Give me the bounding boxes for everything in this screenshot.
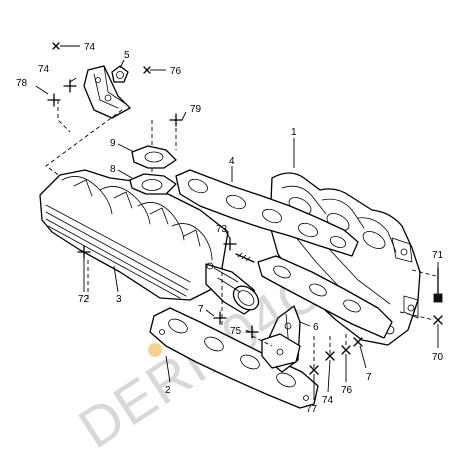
- callout-75: 75: [230, 326, 242, 337]
- assembly-axis-lines: [45, 100, 437, 368]
- callout-8: 8: [110, 164, 116, 175]
- highlight-dot: [148, 343, 162, 357]
- callout-7-mid: 7: [198, 304, 204, 315]
- callout-76-top: 76: [170, 66, 182, 77]
- fastener-markers: [47, 42, 443, 375]
- small-flange-gasket: [131, 145, 177, 169]
- exhaust-flange-gasket: [149, 255, 393, 409]
- callout-78: 78: [16, 78, 28, 89]
- callout-9: 9: [110, 138, 116, 149]
- callout-4: 4: [229, 156, 235, 167]
- callout-73: 73: [216, 224, 228, 235]
- callout-70: 70: [432, 352, 444, 363]
- callout-76-bottom: 76: [341, 385, 353, 396]
- heat-shield: [39, 169, 229, 301]
- callout-6: 6: [313, 322, 319, 333]
- leader-lines: [35, 45, 439, 400]
- manifold-gasket: [175, 169, 359, 257]
- support-bracket: [261, 305, 301, 373]
- callout-79: 79: [190, 104, 202, 115]
- callout-74-left: 74: [38, 64, 50, 75]
- stud-71: [433, 267, 443, 303]
- stud-73: [235, 252, 255, 263]
- callout-labels: 74 5 74 76 78 79 1 9 4 8 73 71 72 3 7 6 …: [16, 42, 444, 415]
- outlet-pipe: [205, 262, 260, 315]
- mounting-bracket: [83, 65, 131, 119]
- callout-2: 2: [165, 385, 171, 396]
- callout-7-right: 7: [366, 372, 372, 383]
- sealing-ring: [129, 173, 177, 195]
- callout-72: 72: [78, 294, 90, 305]
- callout-3: 3: [116, 294, 122, 305]
- callout-77: 77: [306, 404, 318, 415]
- callout-5: 5: [124, 50, 130, 61]
- callout-71: 71: [432, 250, 444, 261]
- callout-1: 1: [291, 127, 297, 138]
- callout-74-bottom: 74: [322, 395, 334, 406]
- callout-74-top: 74: [84, 42, 96, 53]
